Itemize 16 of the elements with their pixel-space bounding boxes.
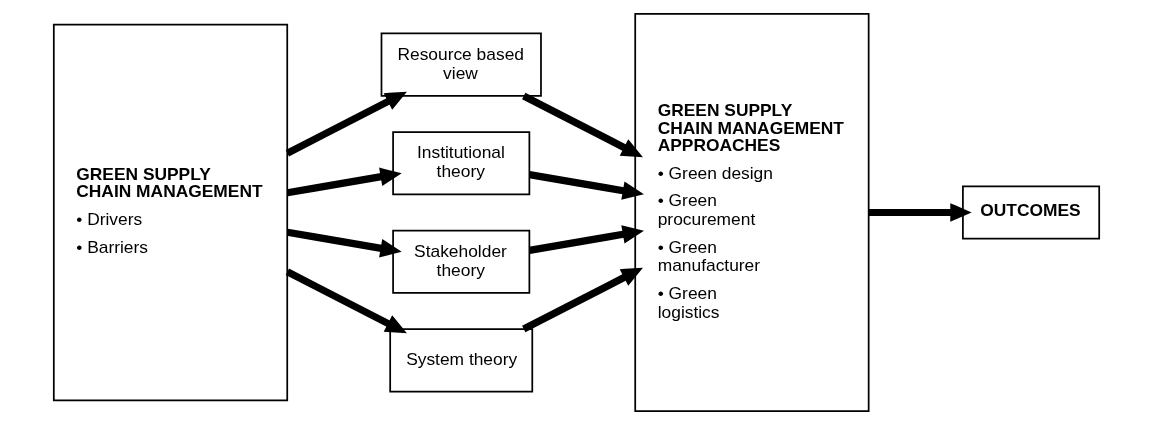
node-box: GREEN SUPPLY CHAIN MANAGEMENT • Drivers • Barriers xyxy=(52,23,288,402)
node-box: Stakeholder theory xyxy=(391,229,530,294)
arrow xyxy=(285,91,407,157)
arrow xyxy=(868,203,972,222)
arrow xyxy=(528,171,644,200)
arrow xyxy=(521,267,643,333)
arrow xyxy=(286,228,402,258)
node-box: Institutional theory xyxy=(391,131,530,196)
arrow xyxy=(286,167,402,197)
arrow xyxy=(528,225,644,254)
arrow xyxy=(521,92,643,158)
node-box: GREEN SUPPLY CHAIN MANAGEMENT APPROACHES • Green design • Green procurement • Green manufacturer • Green logistics xyxy=(633,13,870,412)
node-box: Resource based view xyxy=(380,32,542,97)
arrow xyxy=(285,268,407,334)
node-box: System theory xyxy=(388,328,533,393)
node-box: OUTCOMES xyxy=(961,185,1100,240)
